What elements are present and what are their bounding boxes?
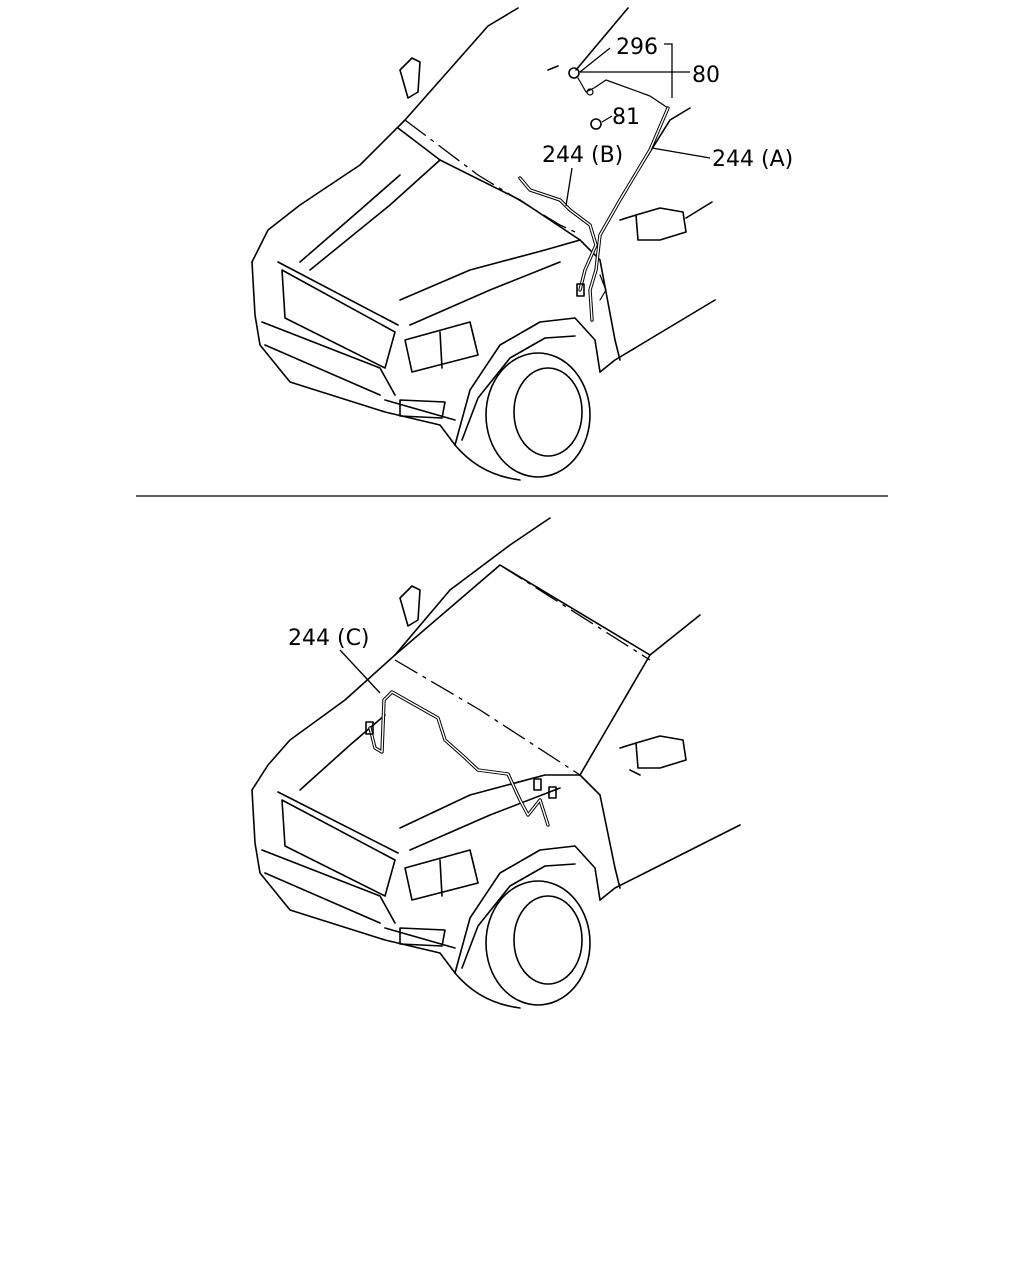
grommet-icon [590, 118, 602, 130]
vehicle-body-outline [251, 7, 716, 481]
antenna-base-icon [568, 67, 580, 79]
callout-244c: 244 (C) [288, 626, 370, 651]
callout-244a: 244 (A) [712, 147, 793, 172]
antenna-rod [575, 7, 629, 71]
callout-296: 296 [616, 35, 658, 60]
antenna-feeder-cable [577, 77, 669, 109]
bottom-vehicle-view: 244 (C) [251, 517, 741, 1009]
callout-80: 80 [692, 63, 720, 88]
top-vehicle-view: 296 80 81 244 (B) 244 (A) [251, 7, 793, 481]
connector-icon [533, 778, 542, 791]
harness-244a [588, 106, 670, 322]
connector-icon [548, 786, 557, 799]
vehicle-body-outline [251, 517, 741, 1009]
callout-244b: 244 (B) [542, 143, 623, 168]
callout-81: 81 [612, 105, 640, 130]
connector-icon [576, 283, 585, 297]
connector-icon [365, 721, 374, 735]
harness-244c [368, 690, 550, 827]
